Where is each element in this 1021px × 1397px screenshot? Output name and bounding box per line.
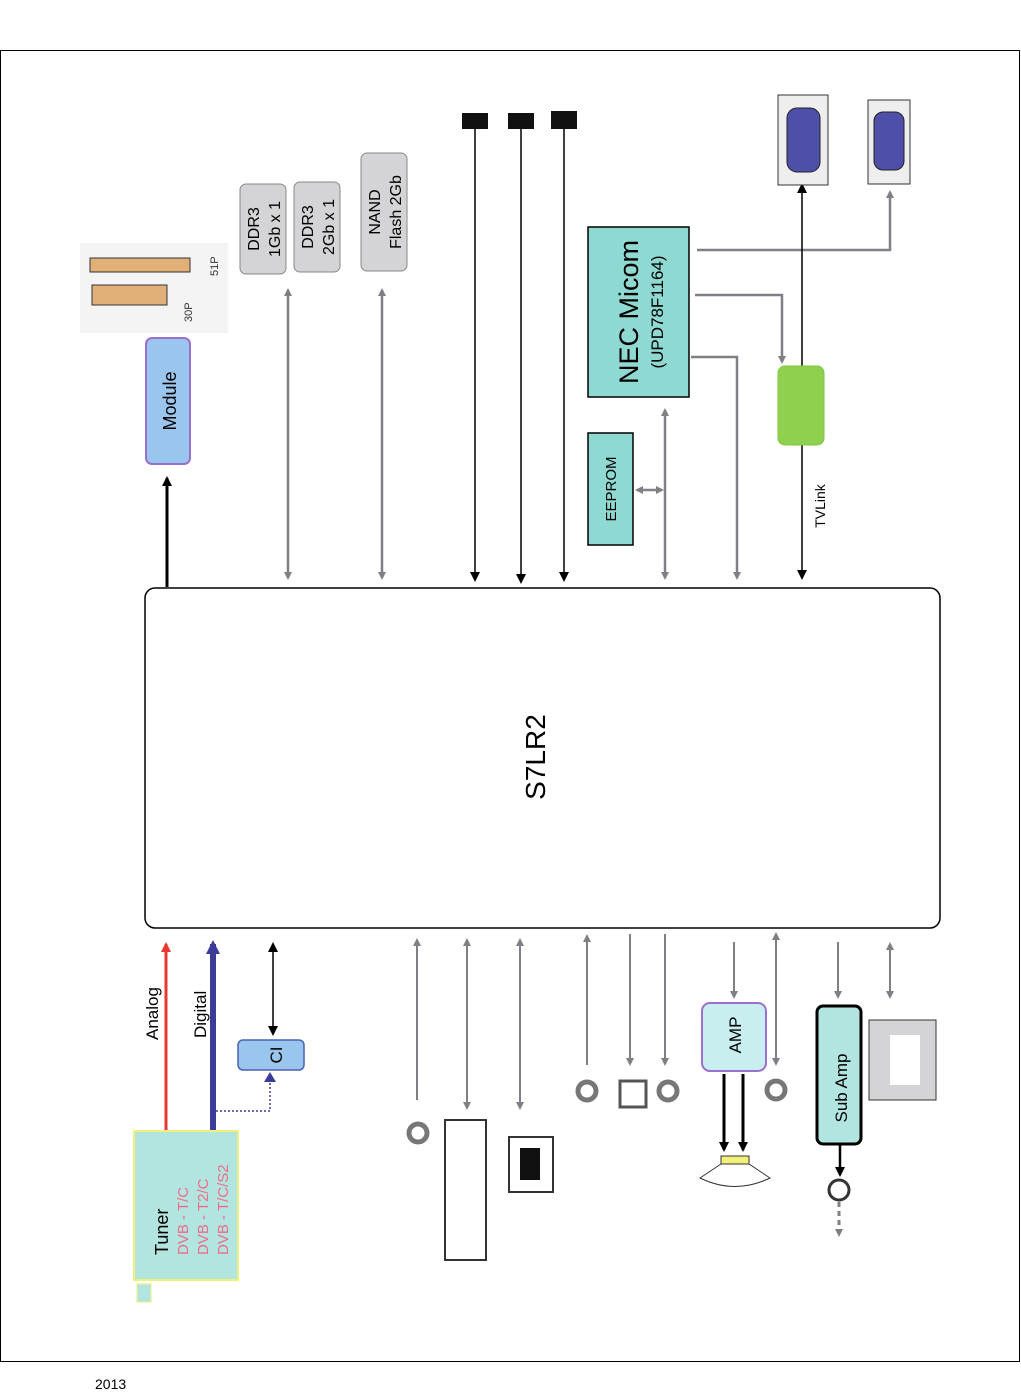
analog-label: Analog	[143, 987, 162, 1040]
tvlink-label: TVLink	[812, 483, 828, 528]
amp-label: AMP	[726, 1017, 745, 1054]
ci-dotted-arrowhead	[264, 1072, 276, 1082]
connector-51p-icon	[90, 258, 190, 272]
tuner-standard: DVB - T/C/S2	[215, 1164, 232, 1255]
usb-port-icon	[520, 1148, 540, 1180]
s7lr2-label: S7LR2	[520, 714, 551, 800]
micom-to-green-arrow	[695, 295, 782, 362]
speaker-icon	[721, 1156, 749, 1164]
ddr3-1gb-line1: DDR3	[246, 207, 263, 251]
module-label: Module	[160, 371, 180, 430]
io-group	[409, 934, 677, 1260]
connector-30p-icon	[92, 285, 167, 305]
vga-icon	[874, 112, 904, 170]
memory-group: DDR3 1Gb x 1 DDR3 2Gb x 1 NAND Flash 2Gb	[240, 153, 407, 578]
header-connectors	[462, 111, 577, 582]
digital-label: Digital	[191, 991, 210, 1038]
micom-to-vga-arrow	[697, 192, 890, 250]
footer-year: 2013	[95, 1376, 126, 1392]
connector-51p-label: 51P	[209, 256, 221, 276]
speaker-cone-icon	[700, 1164, 770, 1187]
rca-jack-icon	[409, 1124, 427, 1142]
ddr3-1gb-line2: 1Gb x 1	[267, 201, 284, 257]
connector-icon	[462, 113, 488, 129]
sub-out-jack-icon	[829, 1180, 849, 1200]
eeprom-label: EEPROM	[603, 456, 620, 521]
ci-label: CI	[267, 1047, 286, 1064]
sub-amp-label: Sub Amp	[832, 1054, 851, 1123]
connector-icon	[508, 113, 534, 129]
optical-out-icon	[620, 1081, 646, 1107]
scart-connector-icon	[445, 1120, 486, 1260]
ddr3-2gb-line1: DDR3	[300, 205, 317, 249]
ci-dotted-line	[216, 1074, 270, 1111]
rca-jack-icon	[767, 1081, 785, 1099]
rs232-icon	[787, 108, 820, 172]
tuner-standard: DVB - T2/C	[195, 1178, 212, 1255]
nand-line1: NAND	[367, 189, 384, 234]
tvlink-block	[778, 366, 824, 445]
ddr3-2gb-line2: 2Gb x 1	[321, 199, 338, 255]
tuner-label: Tuner	[152, 1209, 172, 1255]
connector-30p-label: 30P	[183, 302, 195, 322]
antenna-icon	[137, 1284, 151, 1302]
tuner-standard: DVB - T/C	[175, 1187, 192, 1255]
rca-jack-icon	[578, 1082, 596, 1100]
micom-part: (UPD78F1164)	[648, 255, 667, 368]
micom-to-chip-arrow	[691, 357, 737, 578]
lan-socket-icon	[890, 1035, 920, 1085]
rca-jack-icon	[659, 1082, 677, 1100]
nand-line2: Flash 2Gb	[388, 175, 405, 249]
micom-title: NEC Micom	[614, 240, 644, 384]
connector-icon	[551, 111, 577, 129]
